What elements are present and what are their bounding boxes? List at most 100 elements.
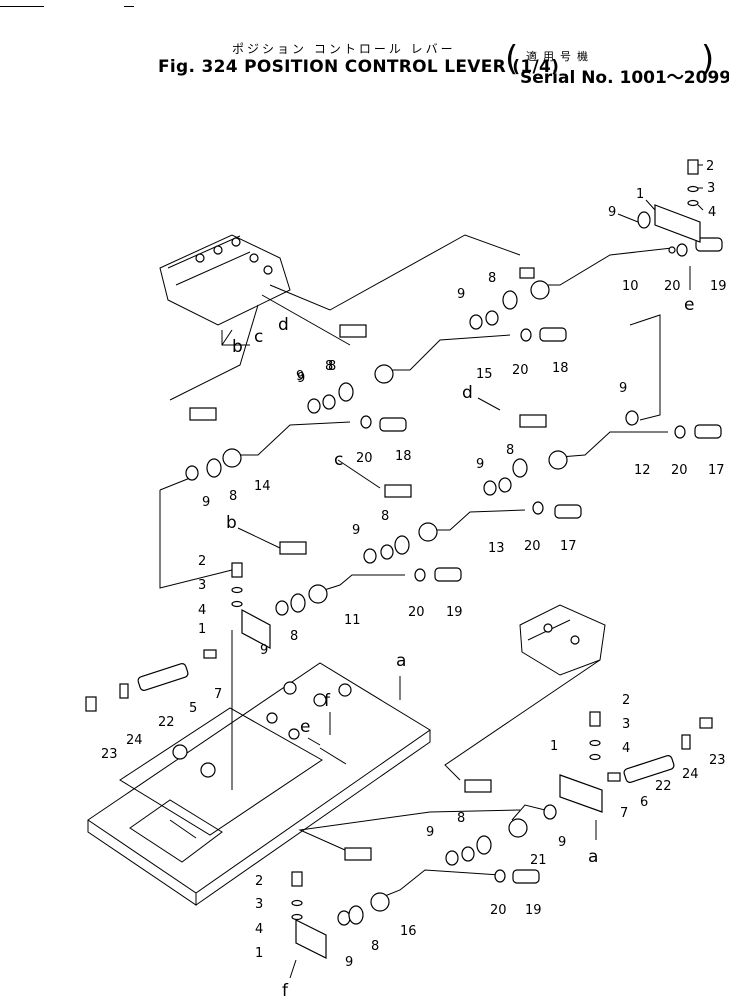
callout-label: 19 (446, 605, 463, 620)
callout-label: 20 (490, 903, 507, 918)
callout-label: 8 (328, 359, 336, 374)
callout-label: 19 (710, 279, 727, 294)
callout-label: 9 (457, 287, 465, 302)
ref-letter: f (282, 981, 289, 1000)
lower-valve-assembly (519, 604, 606, 676)
callout-label: 8 (371, 939, 379, 954)
leader-lines (159, 234, 661, 851)
callout-label: 5 (189, 701, 197, 716)
callout-label: 10 (622, 279, 639, 294)
lever-11 (279, 541, 405, 604)
main-frame (87, 662, 431, 906)
callout-label: 4 (708, 205, 716, 220)
lever-13 (384, 484, 526, 542)
ref-letter: e (300, 717, 310, 737)
ref-letter: a (588, 847, 598, 867)
callout-label: 9 (476, 457, 484, 472)
callout-label: 19 (525, 903, 542, 918)
callout-label: 17 (560, 539, 577, 554)
callout-label: 1 (550, 739, 558, 754)
callout-label: 23 (709, 753, 726, 768)
callout-label: 7 (214, 687, 222, 702)
callout-label: 22 (655, 779, 672, 794)
ref-letter: f (324, 691, 331, 711)
callout-label: 2 (198, 554, 206, 569)
ref-letter: b (226, 513, 237, 533)
callout-label: 8 (290, 629, 298, 644)
upper-valve-assembly (159, 234, 291, 326)
callout-label: 1 (198, 622, 206, 637)
callout-label: 4 (198, 603, 206, 618)
callout-label: 12 (634, 463, 651, 478)
callout-label: 3 (622, 717, 630, 732)
top-rule-mid (124, 6, 134, 7)
callout-label: 1 (636, 187, 644, 202)
leader-ticks (221, 164, 704, 979)
callout-label: 9 (558, 835, 566, 850)
callout-label: 1 (255, 946, 263, 961)
callout-label: 3 (707, 181, 715, 196)
callout-label: 9 (426, 825, 434, 840)
open-paren: ( (505, 39, 519, 79)
callout-labels: 2 3 4 1 9 8 9 10 20 19 e b c d 8 9 15 20… (101, 159, 727, 1000)
ref-letter: d (462, 383, 473, 403)
serial-japanese: 適用号機 (526, 50, 594, 63)
callout-label: 9 (296, 369, 304, 384)
ref-letter: b (232, 337, 243, 357)
callout-label: 20 (356, 451, 373, 466)
callout-label: 24 (682, 767, 699, 782)
callout-label: 9 (297, 371, 305, 386)
callout-label: 20 (512, 363, 529, 378)
callout-label: 2 (706, 159, 714, 174)
lever-21 (464, 779, 546, 838)
lever-10 (519, 246, 676, 300)
ref-letter: d (278, 315, 289, 335)
lever-16 (344, 847, 501, 912)
callout-label: 8 (457, 811, 465, 826)
callout-label: 17 (708, 463, 725, 478)
top-rule-left (0, 6, 44, 7)
serial-range: Serial No. 1001～2099 (520, 68, 729, 88)
callout-label: 4 (255, 922, 263, 937)
callout-label: 24 (126, 733, 143, 748)
callout-label: 20 (524, 539, 541, 554)
callout-label: 4 (622, 741, 630, 756)
callout-label: 18 (395, 449, 412, 464)
callout-label: 9 (619, 381, 627, 396)
callout-label: 9 (352, 523, 360, 538)
callout-label: 8 (488, 271, 496, 286)
callout-label: 21 (530, 853, 547, 868)
callout-label: 14 (254, 479, 271, 494)
callout-label: 9 (202, 495, 210, 510)
callout-label: 8 (325, 359, 333, 374)
callout-label: 20 (664, 279, 681, 294)
brackets-and-bolts (85, 159, 713, 959)
callout-label: 6 (640, 795, 648, 810)
callout-label: 9 (345, 955, 353, 970)
callout-label: 11 (344, 613, 361, 628)
callout-label: 13 (488, 541, 505, 556)
callout-label: 23 (101, 747, 118, 762)
callout-label: 20 (408, 605, 425, 620)
ref-letter: e (684, 295, 694, 315)
title-block: ポジション コントロール レバー Fig. 324 POSITION CONTR… (0, 0, 729, 100)
callout-label: 3 (255, 897, 263, 912)
title-japanese: ポジション コントロール レバー (232, 42, 456, 56)
lever-14 (189, 407, 351, 468)
callout-label: 8 (381, 509, 389, 524)
callout-label: 9 (260, 643, 268, 658)
lever-15 (339, 324, 511, 384)
callout-label: 3 (198, 578, 206, 593)
ref-letter: c (254, 327, 263, 347)
callout-label: 2 (622, 693, 630, 708)
close-paren: ) (701, 39, 715, 79)
callout-label: 2 (255, 874, 263, 889)
collars-and-washers (185, 211, 688, 926)
pins-and-knobs (137, 237, 723, 884)
callout-label: 18 (552, 361, 569, 376)
callout-label: 8 (229, 489, 237, 504)
callout-label: 16 (400, 924, 417, 939)
figure-title: Fig. 324 POSITION CONTROL LEVER (1/4) (158, 57, 560, 77)
callout-label: 22 (158, 715, 175, 730)
